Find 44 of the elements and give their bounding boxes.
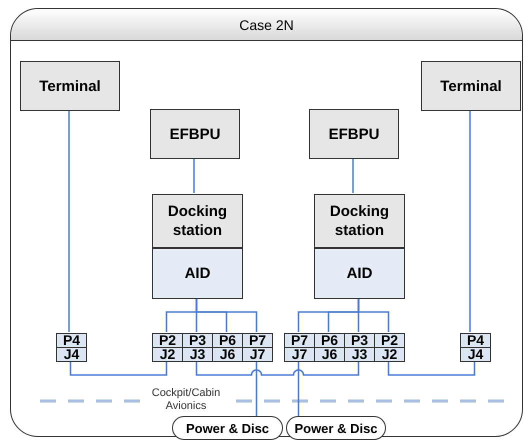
connector-block bbox=[374, 333, 405, 362]
connector-block bbox=[314, 333, 345, 362]
connector-line bbox=[388, 361, 476, 376]
connector-line bbox=[352, 158, 354, 193]
pin-label: P7 bbox=[248, 334, 268, 347]
device-box: Docking station bbox=[152, 194, 243, 248]
pin-label: J2 bbox=[375, 347, 404, 361]
pin-label: P7 bbox=[290, 334, 310, 347]
pin-label: P2 bbox=[380, 334, 400, 347]
pin-label: P3 bbox=[188, 334, 208, 347]
connector-line bbox=[193, 158, 195, 193]
connector-block bbox=[212, 333, 243, 362]
connector-block bbox=[284, 333, 315, 362]
pin-label: J4 bbox=[461, 347, 490, 361]
pin-label: P3 bbox=[350, 334, 370, 347]
connector-block bbox=[152, 333, 183, 362]
connector-block bbox=[460, 333, 491, 362]
pin-label: P6 bbox=[218, 334, 238, 347]
device-box: AID bbox=[152, 248, 243, 299]
connector-block bbox=[56, 333, 87, 362]
connector-line bbox=[358, 298, 390, 332]
pin-label: J4 bbox=[57, 347, 86, 361]
connector-line bbox=[68, 110, 70, 332]
group-title: Case 2N bbox=[239, 16, 294, 32]
device-box: Terminal bbox=[421, 61, 521, 111]
connector-block bbox=[182, 333, 213, 362]
device-box: Docking station bbox=[314, 194, 405, 248]
device-box: EFBPU bbox=[309, 109, 399, 159]
connector-block bbox=[242, 333, 273, 362]
connector-line bbox=[469, 110, 471, 332]
device-box: Terminal bbox=[20, 61, 120, 111]
device-box: EFBPU bbox=[150, 109, 240, 159]
pin-label: P4 bbox=[62, 334, 82, 347]
pin-label: J7 bbox=[243, 347, 272, 361]
case-frame bbox=[10, 8, 523, 437]
pin-label: P4 bbox=[466, 334, 486, 347]
device-box: AID bbox=[314, 248, 405, 299]
pin-label: P6 bbox=[320, 334, 340, 347]
connector-line bbox=[70, 361, 168, 376]
connector-line bbox=[196, 298, 258, 332]
connector-block bbox=[344, 333, 375, 362]
connector-line bbox=[298, 361, 300, 416]
pin-label: P2 bbox=[158, 334, 178, 347]
connector-line bbox=[256, 361, 258, 416]
